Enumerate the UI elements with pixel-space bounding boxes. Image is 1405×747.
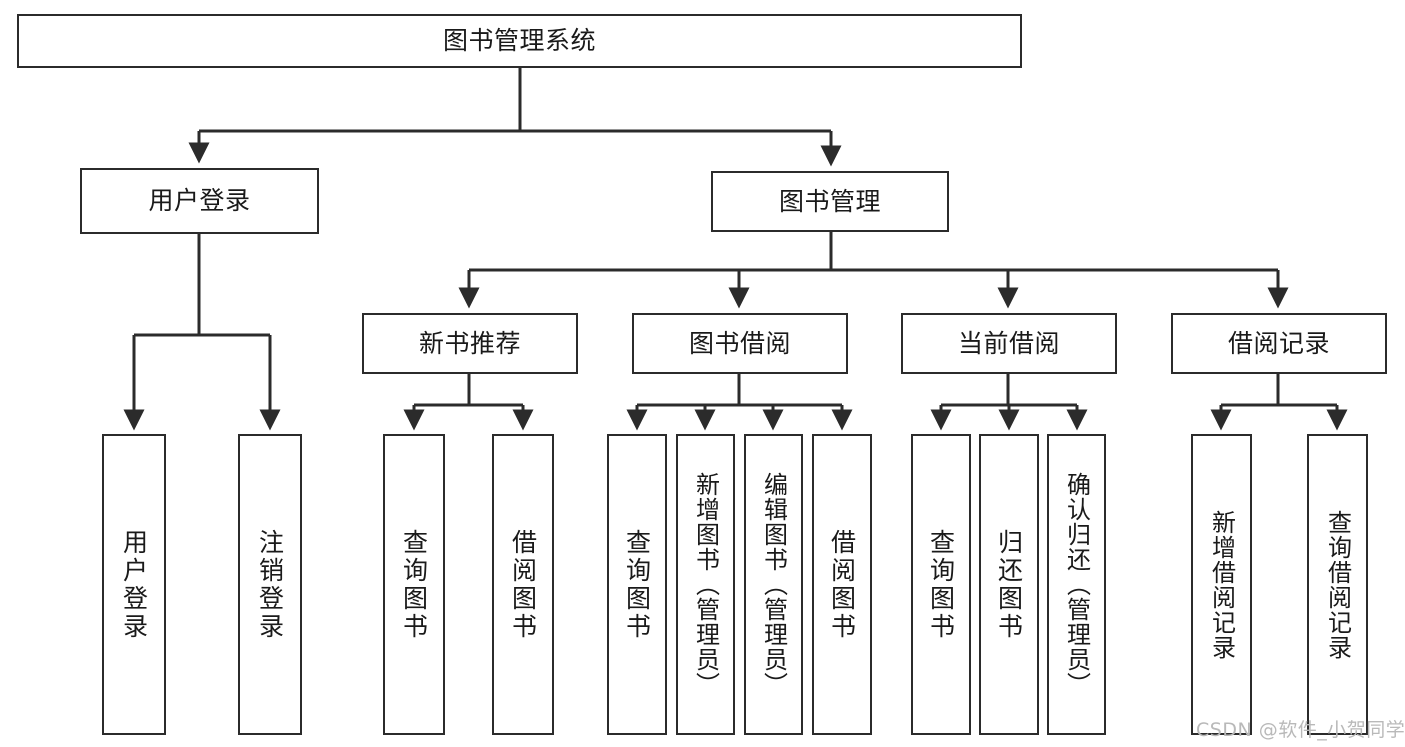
node-leaf-query-book-2[interactable]: 查询图书 xyxy=(607,434,667,735)
node-root-label: 图书管理系统 xyxy=(442,26,596,56)
node-leaf-query-book-1-label: 查询图书 xyxy=(399,528,429,641)
node-leaf-return-book-label: 归还图书 xyxy=(994,528,1024,641)
node-user-login[interactable]: 用户登录 xyxy=(80,168,319,234)
node-leaf-return-book[interactable]: 归还图书 xyxy=(979,434,1039,735)
node-current-borrow[interactable]: 当前借阅 xyxy=(901,313,1117,374)
node-leaf-query-book-2-label: 查询图书 xyxy=(622,528,652,641)
node-leaf-borrow-book-2-label: 借阅图书 xyxy=(827,528,857,641)
node-current-borrow-label: 当前借阅 xyxy=(957,328,1060,358)
node-root[interactable]: 图书管理系统 xyxy=(17,14,1022,68)
node-new-book-rec[interactable]: 新书推荐 xyxy=(362,313,578,374)
node-leaf-logout[interactable]: 注销登录 xyxy=(238,434,302,735)
node-borrow-record-label: 借阅记录 xyxy=(1227,328,1330,358)
node-leaf-query-borrow-record[interactable]: 查询借阅记录 xyxy=(1307,434,1368,735)
node-leaf-query-book-3[interactable]: 查询图书 xyxy=(911,434,971,735)
node-leaf-edit-book-admin[interactable]: 编辑图书（管理员） xyxy=(744,434,803,735)
node-leaf-logout-label: 注销登录 xyxy=(255,528,285,641)
node-leaf-user-login-label: 用户登录 xyxy=(119,528,149,641)
node-new-book-rec-label: 新书推荐 xyxy=(418,328,521,358)
csdn-watermark: CSDN @软件_小贺同学 xyxy=(1196,719,1405,741)
node-book-borrow[interactable]: 图书借阅 xyxy=(632,313,848,374)
node-leaf-edit-book-admin-label: 编辑图书（管理员） xyxy=(759,472,788,697)
node-leaf-borrow-book-1-label: 借阅图书 xyxy=(508,528,538,641)
node-leaf-borrow-book-1[interactable]: 借阅图书 xyxy=(492,434,554,735)
node-user-login-label: 用户登录 xyxy=(148,186,251,216)
node-leaf-add-borrow-record-label: 新增借阅记录 xyxy=(1207,509,1236,660)
node-book-manage-label: 图书管理 xyxy=(778,186,881,216)
node-book-borrow-label: 图书借阅 xyxy=(688,328,791,358)
node-leaf-borrow-book-2[interactable]: 借阅图书 xyxy=(812,434,872,735)
node-book-manage[interactable]: 图书管理 xyxy=(711,171,949,232)
node-leaf-add-book-admin[interactable]: 新增图书（管理员） xyxy=(676,434,735,735)
node-borrow-record[interactable]: 借阅记录 xyxy=(1171,313,1387,374)
node-leaf-add-book-admin-label: 新增图书（管理员） xyxy=(691,472,720,697)
node-leaf-confirm-return-admin[interactable]: 确认归还（管理员） xyxy=(1047,434,1106,735)
node-leaf-query-book-1[interactable]: 查询图书 xyxy=(383,434,445,735)
node-leaf-confirm-return-admin-label: 确认归还（管理员） xyxy=(1062,472,1091,697)
node-leaf-user-login[interactable]: 用户登录 xyxy=(102,434,166,735)
node-leaf-add-borrow-record[interactable]: 新增借阅记录 xyxy=(1191,434,1252,735)
node-leaf-query-borrow-record-label: 查询借阅记录 xyxy=(1323,509,1352,660)
node-leaf-query-book-3-label: 查询图书 xyxy=(926,528,956,641)
